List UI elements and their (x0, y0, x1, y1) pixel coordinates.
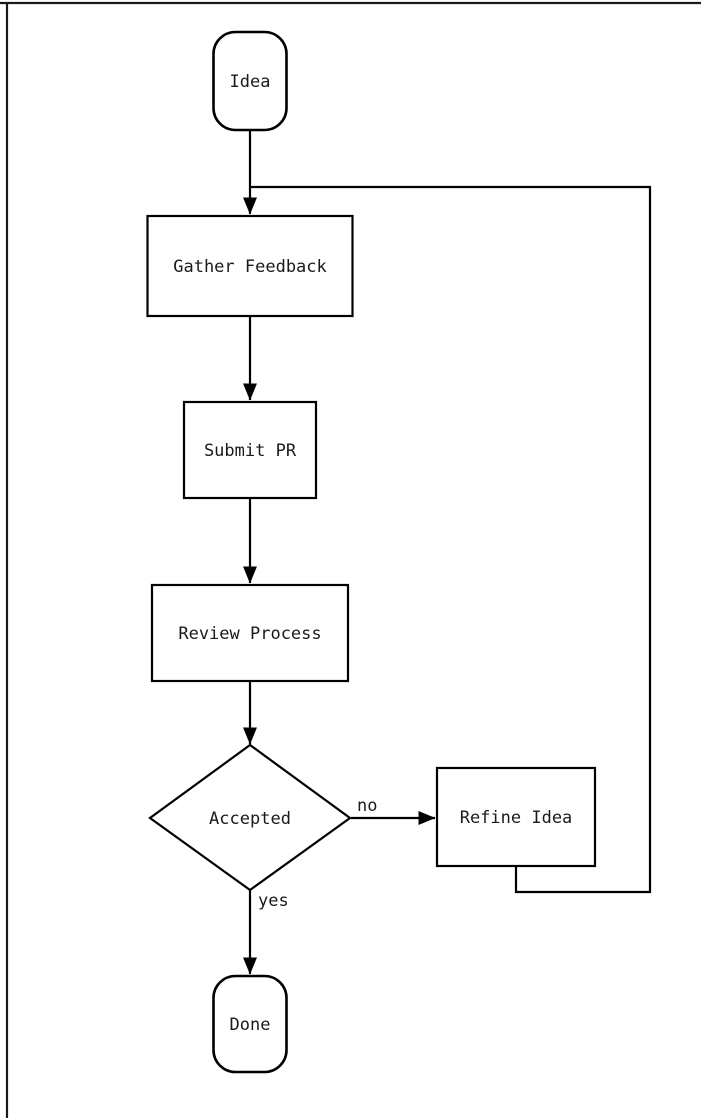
node-shape-stadium (212, 30, 288, 132)
node-idea[interactable]: Idea (212, 30, 288, 132)
node-label-accepted: Accepted (209, 809, 291, 829)
node-label-gather-feedback: Gather Feedback (173, 257, 327, 277)
node-label-done: Done (230, 1015, 271, 1035)
node-refine-idea[interactable]: Refine Idea (435, 766, 597, 868)
node-shape-rect (435, 766, 597, 868)
node-label-refine-idea: Refine Idea (460, 808, 573, 828)
node-label-idea: Idea (230, 72, 271, 92)
node-gather-feedback[interactable]: Gather Feedback (146, 214, 354, 318)
node-shape-rect (182, 400, 318, 500)
edge-refine-to-gather-loop (251, 185, 652, 894)
node-accepted-decision[interactable]: Accepted (148, 743, 352, 892)
edge-line (251, 185, 652, 894)
node-shape-diamond (148, 743, 352, 892)
node-shape-stadium (212, 974, 288, 1074)
node-review-process[interactable]: Review Process (150, 583, 350, 683)
node-label-review-process: Review Process (178, 624, 321, 644)
node-submit-pr[interactable]: Submit PR (182, 400, 318, 500)
edge-label-no: no (357, 796, 377, 816)
node-done[interactable]: Done (212, 974, 288, 1074)
edge-label-yes: yes (258, 891, 289, 911)
node-shape-rect (150, 583, 350, 683)
node-label-submit-pr: Submit PR (204, 441, 297, 461)
node-shape-rect (146, 214, 354, 318)
